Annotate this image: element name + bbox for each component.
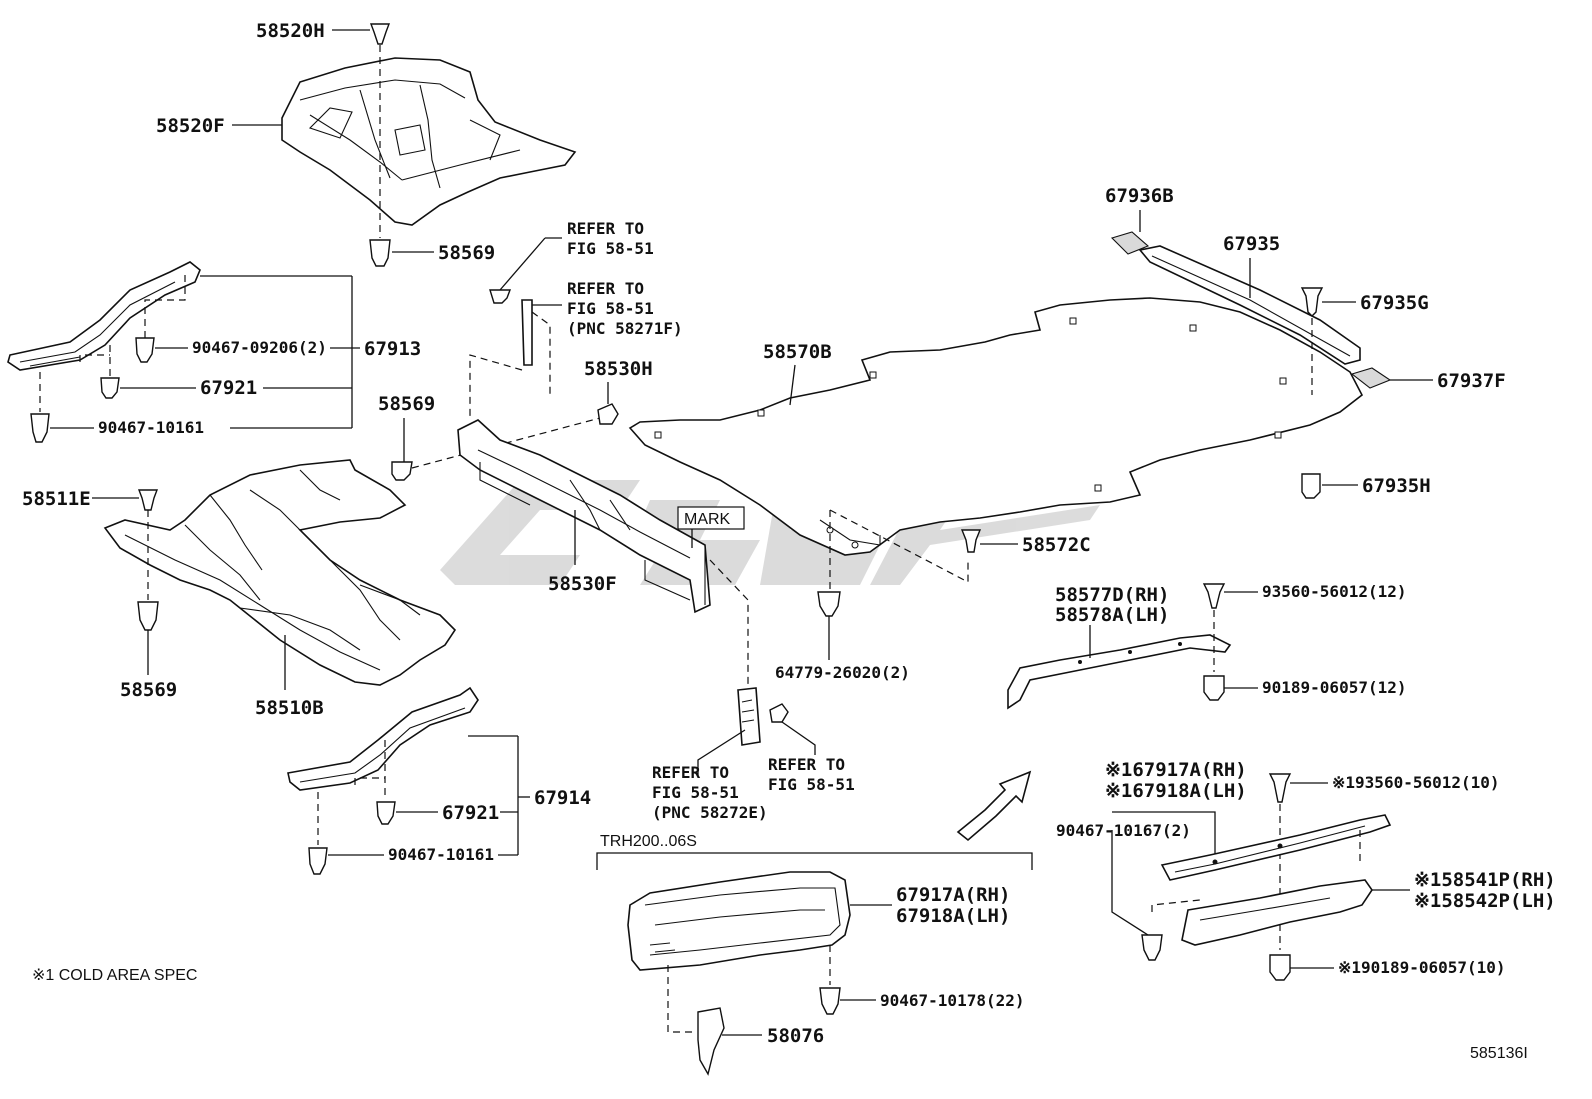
- clip-90189-06057-12: [1203, 675, 1225, 701]
- label-93560-10: ※193560-56012(10): [1332, 773, 1500, 792]
- label-58570B: 58570B: [763, 341, 832, 363]
- label-refer1-b: FIG 58-51: [567, 239, 654, 258]
- label-58542P: ※158542P(LH): [1414, 890, 1556, 912]
- part-67936B-pad: [1110, 231, 1150, 255]
- clip-93560-56012-12: [1202, 583, 1226, 609]
- label-90467-09206: 90467-09206(2): [192, 338, 327, 357]
- label-67935H: 67935H: [1362, 475, 1431, 497]
- label-refer2-b: FIG 58-51: [567, 299, 654, 318]
- label-93560-12: 93560-56012(12): [1262, 582, 1407, 601]
- figure-number: 585136I: [1470, 1045, 1528, 1062]
- part-58541P-cold-cover: [1181, 879, 1373, 946]
- label-58530H: 58530H: [584, 358, 653, 380]
- clip-67935H: [1301, 473, 1321, 499]
- clip-67921-top: [100, 377, 120, 399]
- arrow-icon: [956, 770, 1032, 842]
- label-refer2-c: (PNC 58271F): [567, 319, 683, 338]
- clip-90189-06057-10: [1269, 954, 1291, 981]
- label-64779: 64779-26020(2): [775, 663, 910, 682]
- label-90467-10167: 90467-10167(2): [1056, 821, 1191, 840]
- label-90189-12: 90189-06057(12): [1262, 678, 1407, 697]
- label-67913: 67913: [364, 338, 421, 360]
- label-67936B: 67936B: [1105, 185, 1174, 207]
- label-67921-low: 67921: [442, 802, 499, 824]
- label-90467-10178: 90467-10178(22): [880, 991, 1025, 1010]
- label-refer3-b: FIG 58-51: [652, 783, 739, 802]
- clip-58569-top: [369, 239, 391, 267]
- label-90467-10161-low: 90467-10161: [388, 845, 494, 864]
- label-58076: 58076: [767, 1025, 824, 1047]
- label-refer1-a: REFER TO: [567, 219, 644, 238]
- label-refer4-a: REFER TO: [768, 755, 845, 774]
- clip-90467-10167: [1141, 934, 1163, 961]
- label-58541P: ※158541P(RH): [1414, 869, 1556, 891]
- label-67917A-cold: ※167917A(RH): [1105, 759, 1247, 781]
- part-58530F-center-bracket: [457, 419, 711, 614]
- label-refer4-b: FIG 58-51: [768, 775, 855, 794]
- label-refer3-a: REFER TO: [652, 763, 729, 782]
- label-refer2-a: REFER TO: [567, 279, 644, 298]
- label-58572C: 58572C: [1022, 534, 1091, 556]
- label-67921-top: 67921: [200, 377, 257, 399]
- label-67914: 67914: [534, 787, 591, 809]
- clip-93560-56012-10: [1268, 773, 1292, 803]
- label-58520H: 58520H: [256, 20, 325, 42]
- part-67935-strip: [1138, 245, 1361, 365]
- label-90189-10: ※190189-06057(10): [1338, 958, 1506, 977]
- part-67913-scuff-plate: [7, 261, 201, 371]
- label-58569-top: 58569: [438, 242, 495, 264]
- mark-box: [677, 506, 745, 530]
- clip-58569-mid: [391, 461, 413, 481]
- clip-58520H: [369, 23, 391, 45]
- label-58569-low: 58569: [120, 679, 177, 701]
- part-bracket-58271F: [521, 299, 533, 366]
- clip-64779-26020: [817, 591, 841, 617]
- label-58510B: 58510B: [255, 697, 324, 719]
- label-mark: MARK: [684, 511, 731, 528]
- clip-67921-low: [376, 801, 396, 825]
- clip-90467-09206: [135, 337, 155, 363]
- clip-58569-low: [137, 601, 159, 631]
- label-58569-mid: 58569: [378, 393, 435, 415]
- clip-90467-10161-low: [308, 847, 328, 875]
- label-67918A-cold: ※167918A(LH): [1105, 780, 1247, 802]
- clip-58572C: [960, 529, 982, 553]
- clip-refer4: [769, 703, 789, 723]
- part-67917A-cold-rail: [1160, 814, 1392, 881]
- part-refer-clip-1: [489, 289, 512, 304]
- label-67937F: 67937F: [1437, 370, 1506, 392]
- label-67935: 67935: [1223, 233, 1280, 255]
- label-58511E: 58511E: [22, 488, 91, 510]
- label-58577D: 58577D(RH): [1055, 584, 1169, 606]
- clip-90467-10161-top: [30, 413, 50, 443]
- label-58578A: 58578A(LH): [1055, 604, 1169, 626]
- clip-90467-10178: [819, 987, 841, 1015]
- clip-58076: [697, 1007, 725, 1076]
- label-trh: TRH200..06S: [600, 833, 697, 850]
- part-58520F-floor-silencer: [281, 57, 577, 226]
- clip-67935G: [1300, 287, 1324, 317]
- label-67935G: 67935G: [1360, 292, 1429, 314]
- part-58510B-floor-mat: [103, 459, 457, 686]
- part-58570B-floor-silencer: [628, 297, 1364, 556]
- label-67917A: 67917A(RH): [896, 884, 1010, 906]
- label-67918A: 67918A(LH): [896, 905, 1010, 927]
- part-67917A-side-panel: [627, 871, 851, 971]
- label-refer3-c: (PNC 58272E): [652, 803, 768, 822]
- clip-58511E: [137, 489, 159, 511]
- label-58530F: 58530F: [548, 573, 617, 595]
- label-58520F: 58520F: [156, 115, 225, 137]
- part-67937F-pad: [1350, 367, 1392, 389]
- part-bracket-58272E: [737, 687, 761, 746]
- part-58577D-side-reinforcement: [1007, 634, 1232, 710]
- label-90467-10161-top: 90467-10161: [98, 418, 204, 437]
- clip-58530H: [597, 403, 619, 425]
- footnote-cold-area: ※1 COLD AREA SPEC: [32, 967, 197, 984]
- part-67914-scuff-plate: [287, 686, 479, 791]
